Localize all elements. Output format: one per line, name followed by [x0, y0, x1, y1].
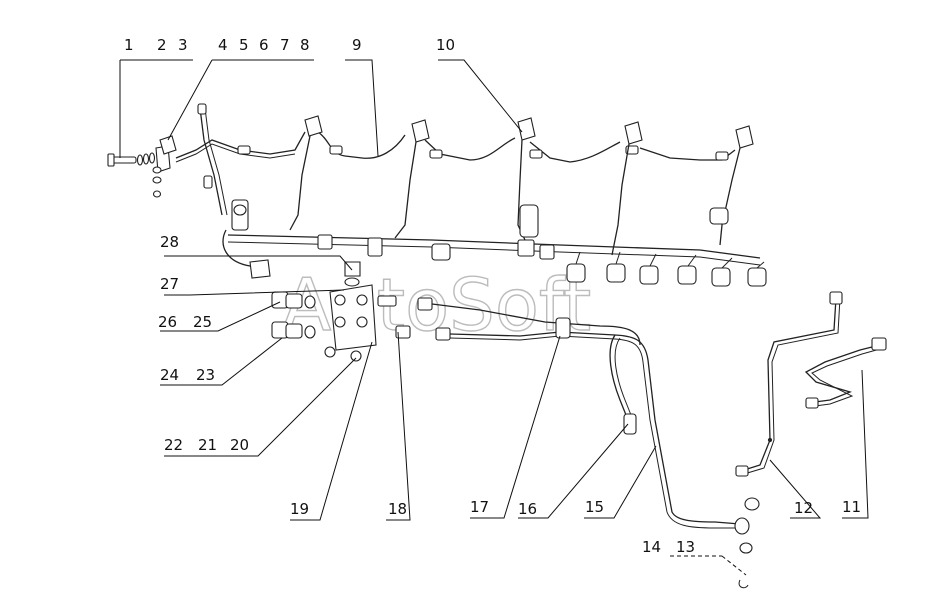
callout-14: 14 — [642, 538, 661, 556]
callout-28: 28 — [160, 233, 179, 251]
callout-7: 7 — [280, 36, 290, 54]
callout-18: 18 — [388, 500, 407, 518]
callout-8: 8 — [300, 36, 310, 54]
callout-19: 19 — [290, 500, 309, 518]
bolt-washer-group — [107, 135, 177, 198]
callout-27: 27 — [160, 275, 179, 293]
callout-11: 11 — [842, 498, 861, 516]
callout-2: 2 — [157, 36, 167, 54]
callout-20: 20 — [230, 436, 249, 454]
callout-10: 10 — [436, 36, 455, 54]
callout-5: 5 — [239, 36, 249, 54]
pipe-11 — [804, 337, 887, 409]
distributor-block — [271, 261, 377, 362]
high-pressure-pipes — [289, 135, 741, 256]
leader-lines — [119, 59, 869, 576]
return-fuel-pipe-9 — [175, 103, 754, 216]
callout-17: 17 — [470, 498, 489, 516]
callout-13: 13 — [676, 538, 695, 556]
callout-23: 23 — [196, 366, 215, 384]
callout-4: 4 — [218, 36, 228, 54]
callout-25: 25 — [193, 313, 212, 331]
callout-24: 24 — [160, 366, 179, 384]
pipe-12 — [735, 291, 843, 477]
callout-26: 26 — [158, 313, 177, 331]
callout-12: 12 — [794, 499, 813, 517]
callout-16: 16 — [518, 500, 537, 518]
delivery-pipes — [377, 295, 760, 589]
callout-9: 9 — [352, 36, 362, 54]
main-fuel-rail — [222, 199, 767, 287]
callout-15: 15 — [585, 498, 604, 516]
callout-21: 21 — [198, 436, 217, 454]
callout-1: 1 — [124, 36, 134, 54]
callout-22: 22 — [164, 436, 183, 454]
callout-6: 6 — [259, 36, 269, 54]
callout-labels: 1 2 3 4 5 6 7 8 9 10 28 27 26 25 24 23 2… — [124, 36, 861, 556]
callout-3: 3 — [178, 36, 188, 54]
